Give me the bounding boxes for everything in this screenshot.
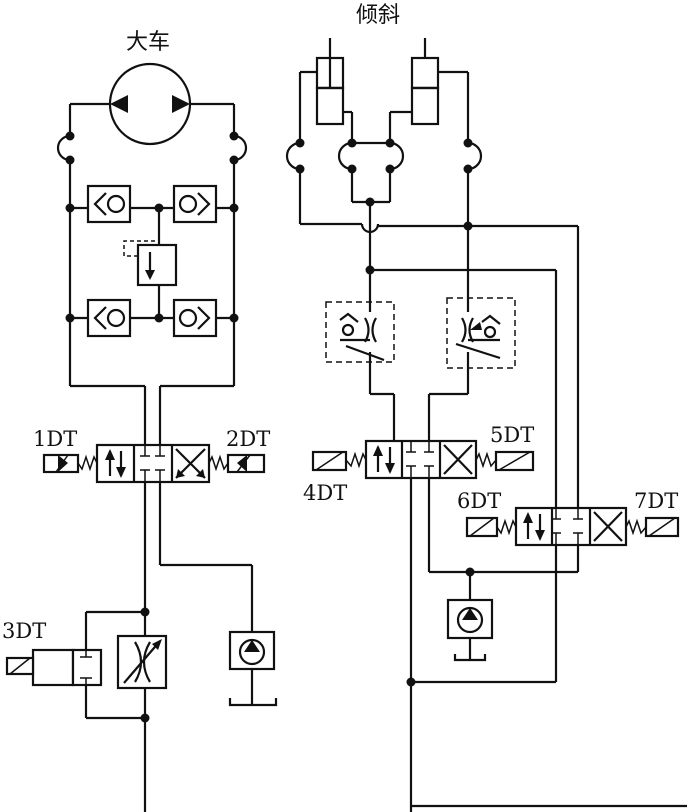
throttle-check-valve [446,297,516,369]
label-2dt: 2DT [226,427,270,451]
oil-tank [453,654,487,662]
check-valve [172,184,218,224]
solenoid-3dt [5,656,35,676]
solenoid-5dt [494,450,535,472]
check-valve [172,298,218,338]
check-valve [86,184,132,224]
hydraulic-pump [446,598,494,660]
spring-icon [496,518,517,536]
solenoid-6dt [465,516,499,538]
solenoid-2dt [226,453,266,474]
label-6dt: 6DT [457,489,501,513]
label-3dt: 3DT [2,619,46,643]
label-1dt: 1DT [33,427,77,451]
spring-icon [208,454,229,472]
relief-valve [123,240,178,287]
hydraulic-cylinder [410,38,440,126]
directional-valve [95,443,211,484]
spring-icon [77,454,98,472]
label-4dt: 4DT [303,481,347,505]
hydraulic-cylinder [315,38,345,126]
oil-tank [228,698,278,707]
solenoid-1dt [42,453,80,474]
solenoid-4dt [311,450,348,472]
directional-valve-3dt [31,648,103,687]
label-7dt: 7DT [634,489,678,513]
label-5dt: 5DT [490,423,534,447]
check-valve [86,298,132,338]
directional-valve [364,439,478,480]
title-right: 倾斜 [356,3,400,28]
solenoid-7dt [644,516,680,538]
directional-valve [514,506,628,547]
spring-icon [475,451,497,469]
right-circuit-lines [285,70,687,812]
hydraulic-motor [108,62,192,146]
throttle-valve [116,634,168,690]
spring-icon [625,518,647,536]
throttle-check-valve [325,301,395,363]
hydraulic-pump [228,630,276,705]
right-junctions [295,138,475,687]
title-left: 大车 [126,30,170,55]
left-junctions [65,131,239,723]
spring-icon [345,451,367,469]
